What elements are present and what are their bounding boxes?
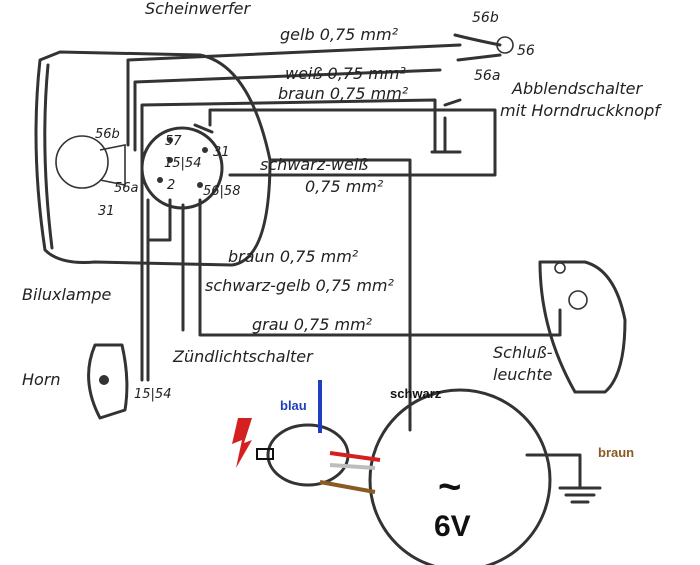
generator bbox=[368, 338, 602, 565]
ignition-switch-label: Zündlichtschalter bbox=[172, 347, 314, 366]
terminal-56-dimmer: 56 bbox=[517, 43, 535, 59]
added-blue-label: blau bbox=[280, 398, 307, 413]
dimmer-switch bbox=[430, 33, 514, 154]
wiring-lines bbox=[126, 43, 562, 382]
bilux-bulb-icon bbox=[55, 135, 109, 189]
headlight bbox=[34, 50, 272, 267]
wire-brown-top-label: braun 0,75 mm² bbox=[278, 84, 409, 103]
dimmer-switch-label-1: Abblendschalter bbox=[511, 79, 643, 98]
tail-light-label-1: Schluß- bbox=[493, 343, 553, 362]
wire-white-label: weiß 0,75 mm² bbox=[285, 64, 406, 83]
tail-light-icon bbox=[538, 260, 627, 394]
horn-icon bbox=[87, 343, 129, 420]
wire-yellow-label: gelb 0,75 mm² bbox=[280, 25, 399, 44]
terminal-56b-dimmer: 56b bbox=[472, 10, 499, 26]
headlight-label: Scheinwerfer bbox=[145, 0, 252, 18]
terminal-31-switch: 31 bbox=[213, 145, 230, 160]
wire-black-yellow-label: schwarz-gelb 0,75 mm² bbox=[205, 276, 394, 295]
wire-black-white-label-1: schwarz-weiß bbox=[260, 155, 368, 174]
terminal-56a-dimmer: 56a bbox=[474, 68, 500, 84]
generator-symbol: ~ bbox=[438, 465, 461, 509]
added-brown-label: braun bbox=[598, 445, 634, 460]
terminal-2: 2 bbox=[167, 178, 175, 193]
terminal-57: 57 bbox=[165, 134, 182, 149]
terminal-56b-headlight: 56b bbox=[95, 127, 120, 142]
tail-light-label-2: leuchte bbox=[493, 365, 553, 384]
terminal-56a-headlight: 56a bbox=[114, 181, 139, 196]
terminal-31-headlight: 31 bbox=[98, 204, 115, 219]
terminal-56-58: 56|58 bbox=[203, 184, 240, 199]
spark-icon bbox=[232, 418, 252, 468]
bilux-lamp-label: Biluxlampe bbox=[22, 285, 111, 304]
terminal-15-54-switch: 15|54 bbox=[164, 156, 201, 171]
wire-black-white-label-2: 0,75 mm² bbox=[305, 177, 384, 196]
generator-voltage: 6V bbox=[434, 510, 471, 543]
labels: Scheinwerfer gelb 0,75 mm² weiß 0,75 mm²… bbox=[22, 0, 662, 543]
pickup-coil bbox=[256, 380, 381, 494]
terminal-15-54-horn: 15|54 bbox=[134, 387, 171, 402]
added-black-label: schwarz bbox=[390, 386, 442, 401]
dimmer-switch-label-2: mit Horndruckknopf bbox=[500, 101, 662, 120]
wire-grey-label: grau 0,75 mm² bbox=[252, 315, 373, 334]
horn-label: Horn bbox=[22, 370, 61, 389]
wire-brown-mid-label: braun 0,75 mm² bbox=[228, 247, 359, 266]
